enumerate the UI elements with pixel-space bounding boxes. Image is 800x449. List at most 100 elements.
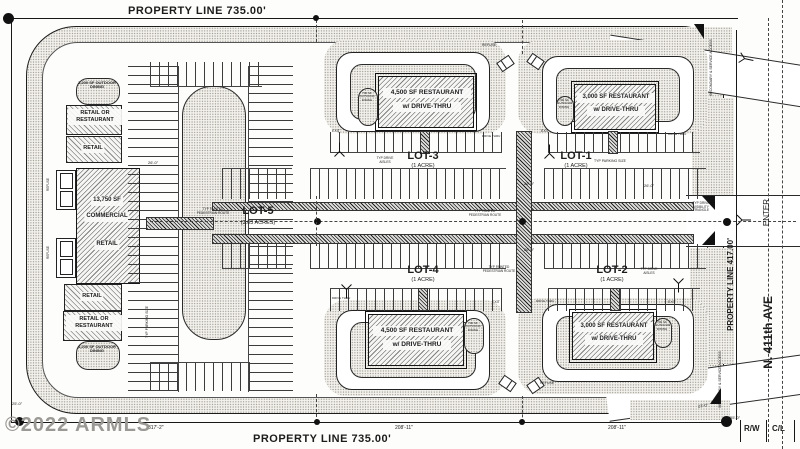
dim-26-west: 26'-0" <box>148 160 159 165</box>
refuse-left-upper-label: REFUSE <box>46 178 50 191</box>
survey-point <box>723 218 731 226</box>
retail-top-label: RETAIL <box>81 144 105 153</box>
street-name: N. 411th AVE <box>761 296 775 369</box>
survey-point <box>15 417 24 426</box>
lot3-label: LOT-3 <box>407 150 439 162</box>
central-parking-island <box>182 86 246 340</box>
rw-label: R/W <box>744 424 760 433</box>
street-lane-line <box>768 18 769 442</box>
lot1-building-label-2: w/ DRIVE-THRU <box>587 106 645 116</box>
lot2-building-label-1: 3,000 SF RESTAURANT <box>575 322 653 332</box>
dim-26-aisle-n: 26'-0" <box>524 181 535 186</box>
lot2-patio-label: 700 SF OUTDOOR DINING <box>655 320 671 331</box>
lot3-patio-label: 700 SF OUTDOOR DINING <box>359 91 375 102</box>
drive-thru-label-lot2: DRIVE THRU <box>536 299 555 303</box>
exit-label-lot3: EXIT <box>332 129 340 133</box>
commercial-label-1: 13,750 SF <box>91 196 123 206</box>
lot3-building-label-1: 4,500 SF RESTAURANT <box>383 88 471 99</box>
exit-arrow-icon <box>333 142 352 158</box>
lot4-building-label-2: w/ DRIVE-THRU <box>383 340 451 351</box>
lot-line-west-lower <box>316 394 317 422</box>
drive-visibility-label: TYP DRIVE VISIBILITY TRIANGLE <box>692 201 710 213</box>
ped-route-label-s: TYP PAINTED PEDESTRIAN ROUTE <box>482 265 516 273</box>
lot3-patio <box>358 88 378 126</box>
dim-208a: 208'-11" <box>395 425 413 431</box>
lot-line-east-lower <box>522 396 523 422</box>
retail-or-restaurant-top-label: RETAIL OR RESTAURANT <box>68 109 122 125</box>
ada-aisle-lot3 <box>420 131 430 154</box>
dim-26-east: 26'-0" <box>644 183 655 188</box>
cl-label: C/L <box>772 424 785 433</box>
lot5-area: (3.03 ACRES) <box>240 220 276 226</box>
retail-bottom <box>64 284 122 311</box>
lot1-patio-label: 700 SF OUTDOOR DINING <box>557 98 573 109</box>
exit-arrow-icon <box>335 284 354 300</box>
parking-row-bottom-central <box>150 362 250 391</box>
dim-26-aisle-s: 26'-0" <box>524 247 535 252</box>
visibility-triangle-ne1 <box>694 24 704 39</box>
lot4-patio-label: 700 SF OUTDOOR DINING <box>465 321 481 332</box>
property-line-left <box>11 18 12 422</box>
armls-watermark: ©2022 ARMLS <box>5 414 152 436</box>
survey-point <box>314 419 320 425</box>
lot5-parking-row-sw <box>222 244 292 269</box>
lot4-parking-row-upper <box>310 244 506 269</box>
survey-point <box>721 416 732 427</box>
lot1-patio <box>556 96 574 126</box>
refuse-left-lower-label: REFUSE <box>46 246 50 259</box>
exit-label-lot2: EXIT <box>668 300 676 304</box>
outdoor-dining-top <box>76 78 120 105</box>
lot4-parking-row-lower <box>330 288 502 311</box>
retail-or-restaurant-bottom-label: RETAIL OR RESTAURANT <box>66 315 122 331</box>
parking-column-right <box>248 66 293 392</box>
refuse-enclosure-lower <box>56 238 76 278</box>
drive-thru-label-lot4: DRIVE THRU <box>332 296 351 300</box>
ada-aisle-lot2 <box>610 288 620 311</box>
drive-aisles-label-a: TYP DRIVE AISLES <box>376 156 394 164</box>
lot5-parking-row-nw <box>222 168 292 199</box>
survey-point <box>314 218 321 225</box>
survey-point <box>519 419 525 425</box>
ada-aisle-lot1 <box>608 131 618 154</box>
enter-label: ENTER <box>762 199 771 227</box>
lot2-label: LOT-2 <box>596 264 628 276</box>
lot1-building-label-1: 3,000 SF RESTAURANT <box>577 93 655 103</box>
lot2-area: (1 ACRE) <box>600 277 624 283</box>
drive-thru-label-lot1: DRIVE THRU <box>668 132 687 136</box>
property-line-right <box>736 30 737 420</box>
commercial-label-3: RETAIL <box>94 240 120 250</box>
ped-route-strip-north <box>212 202 694 211</box>
cl-cell-line <box>766 420 767 442</box>
refuse-enclosure-upper <box>56 170 76 210</box>
cl-cell-line2 <box>794 420 795 442</box>
commercial-label-2: COMMERCIAL <box>84 212 130 222</box>
survey-point <box>519 218 526 225</box>
lot1-parking-row-lower <box>544 168 706 199</box>
lot-line-east-upper <box>522 20 523 54</box>
property-line-bottom-label: PROPERTY LINE 735.00' <box>253 433 392 445</box>
retail-bottom-label: RETAIL <box>80 292 104 301</box>
survey-point <box>313 15 319 21</box>
lot2-building-label-2: w/ DRIVE-THRU <box>585 335 643 345</box>
visibility-triangle-se <box>710 388 721 404</box>
lot1-parking-row-upper <box>548 132 700 153</box>
property-line-top-label: PROPERTY LINE 735.00' <box>128 5 267 17</box>
ped-route-strip-west <box>146 217 214 230</box>
secondary-access-top-label: SECONDARY & SERVICE ACCESS <box>709 39 713 96</box>
lot2-parking-row-upper <box>544 244 706 269</box>
outdoor-dining-bottom <box>76 341 120 370</box>
lot2-patio <box>654 318 672 348</box>
drive-thru-label-lot3: DRIVE THRU <box>482 134 501 138</box>
lot2-parking-row-lower <box>548 288 700 311</box>
rw-cell-line <box>740 420 741 442</box>
property-line-bottom <box>11 422 730 423</box>
ada-aisle-lot4 <box>418 288 428 311</box>
visibility-triangle-main1 <box>702 196 715 210</box>
lot3-parking-row-lower <box>310 168 506 199</box>
ped-route-label-c: TYP PAINTED PEDESTRIAN ROUTE <box>468 209 502 217</box>
lot3-building-label-2: w/ DRIVE-THRU <box>393 102 461 113</box>
dim-317: 317'-2" <box>148 425 164 431</box>
visibility-triangle-main2 <box>702 231 715 245</box>
dim-55: 55'-0" <box>730 415 741 420</box>
